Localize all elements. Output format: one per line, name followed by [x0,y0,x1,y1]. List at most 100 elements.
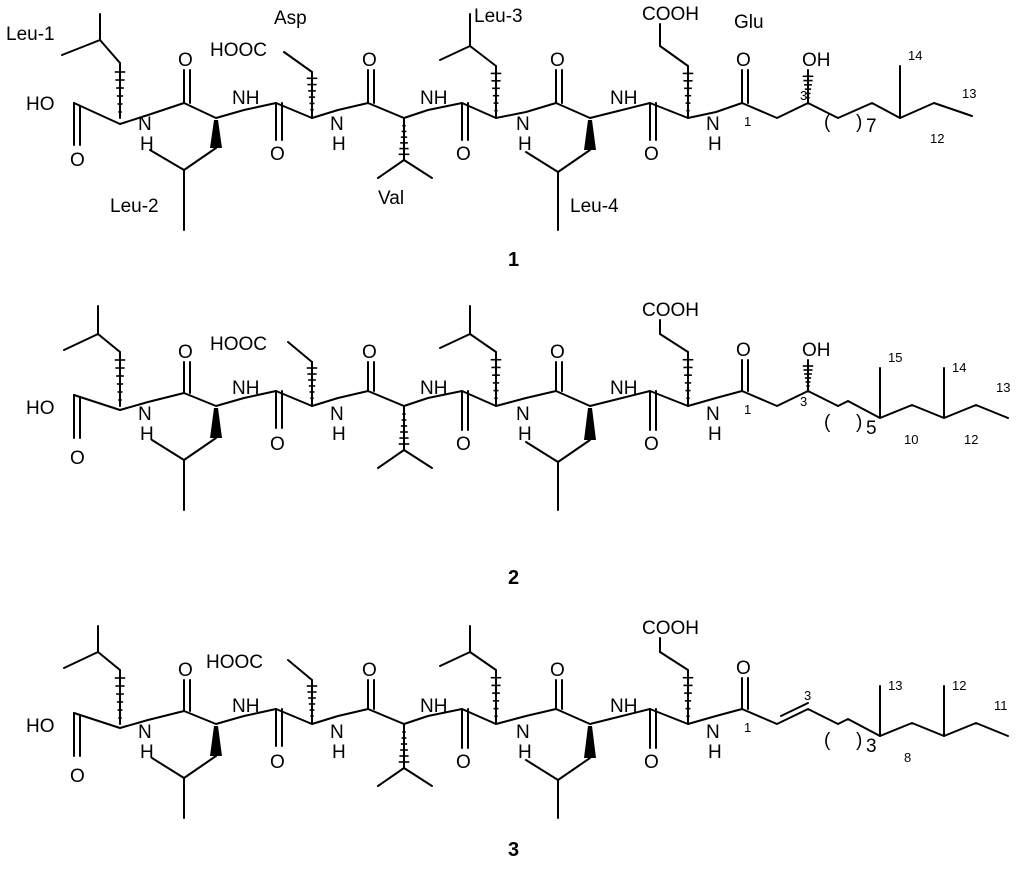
c2-oh-label: OH [802,340,831,361]
c1-nh6-label: NH [610,88,637,109]
c2-o6-label: O [644,434,659,455]
c2-num-15: 15 [888,350,902,365]
c1-ho-label: HO [26,94,55,115]
compound-3-id: 3 [508,839,519,861]
c3-num-1: 1 [744,720,751,735]
c1-oh-label: OH [802,50,831,71]
c2-glu-cg [659,333,689,353]
c1-bracket-close: ) [856,112,862,133]
compound-1-id: 1 [508,249,519,271]
c3-n7-label: N [706,722,720,743]
c1-label-leu1: Leu-1 [6,24,55,45]
c1-glu-cg [659,45,689,67]
c3-nh6-label: NH [610,696,637,717]
c3-o1-label: O [178,660,193,681]
c2-num-5: 5 [866,418,877,439]
c3-o6-label: O [644,752,659,773]
c1-h7-label: H [708,134,722,155]
c3-val-me1 [377,767,405,787]
c1-asp-acid-label: HOOC [210,40,267,61]
c2-h3-label: H [332,424,346,445]
c2-leu2-cg [183,437,217,461]
c1-o7-label: O [736,50,751,71]
c3-leu2-cg [183,755,217,779]
compound-3-structure: ( ) HO O N H O NH O HOOC N H O NH O N H … [26,618,1009,861]
c2-num-3: 3 [800,394,807,409]
c1-num-14: 14 [908,48,922,63]
c3-h5-label: H [518,742,532,763]
c1-label-glu: Glu [734,12,764,33]
c1-label-val: Val [378,188,404,209]
c1-leu3-cg [469,45,497,67]
c1-leu1-cg [99,39,121,64]
c3-num-3b: 3 [866,736,877,757]
c3-leu2-wedge [210,726,222,756]
c2-nh6-label: NH [610,378,637,399]
c3-num-8: 8 [904,750,911,765]
c3-asp-acid-label: HOOC [206,652,263,673]
c3-asp-cg [287,659,313,681]
c1-h1-label: H [140,134,154,155]
c2-n7-label: N [706,404,720,425]
c2-h7-label: H [708,424,722,445]
c3-leu4-me1 [525,759,559,781]
c3-n5-label: N [516,722,530,743]
c1-num-3: 3 [800,88,807,103]
c3-num-12: 12 [952,678,966,693]
c2-asp-cg [287,341,313,363]
c2-o1-label: O [178,342,193,363]
c1-o-label: O [70,150,85,171]
c2-o7-label: O [736,340,751,361]
c3-num-11: 11 [994,698,1008,713]
c2-asp-acid-label: HOOC [210,334,267,355]
c1-o5-label: O [550,50,565,71]
c1-val-me1 [377,159,405,179]
c3-n1-label: N [138,722,152,743]
c3-num-13: 13 [888,678,902,693]
c3-o4-label: O [456,752,471,773]
c3-ho-label: HO [26,716,55,737]
c1-num-7: 7 [866,116,877,137]
c2-leu4-me1 [525,441,559,463]
c1-leu2-cg [183,147,217,171]
c1-backbone [73,102,973,125]
c1-leu3-me2 [439,45,471,61]
c1-asp-cg [283,51,313,73]
c1-leu2-me1 [149,149,185,171]
c2-leu1-me2 [63,333,99,351]
c2-num-14: 14 [952,360,966,375]
c3-bracket-close: ) [856,730,862,751]
c2-o-label: O [70,448,85,469]
c2-leu2-me1 [151,439,185,461]
c1-n1-label: N [138,114,152,135]
c2-leu4-cg [557,439,591,463]
c2-leu3-me2 [439,333,471,349]
c2-o4-label: O [456,434,471,455]
c1-o4-label: O [456,144,471,165]
c3-leu3-me2 [439,651,471,667]
c1-num-13: 13 [962,86,976,101]
c3-glu-acid-label: COOH [642,618,699,639]
c1-o6-label: O [644,144,659,165]
c1-o1-label: O [178,50,193,71]
c1-h3-label: H [332,134,346,155]
c1-nh2-label: NH [232,88,259,109]
compound-1-structure: ( ) HO O N H O NH O HOOC N H O NH O N H … [6,4,976,271]
c3-leu1-me2 [63,651,99,669]
c3-leu4-cg [557,757,591,781]
c1-label-leu4: Leu-4 [570,196,619,217]
c3-o3-label: O [362,660,377,681]
c2-glu-acid-label: COOH [642,300,699,321]
c2-n5-label: N [516,404,530,425]
c3-leu3-cg [469,651,497,671]
c1-leu2-wedge [210,120,222,148]
c2-leu3-cg [469,333,497,353]
c1-leu4-wedge [584,120,596,150]
c1-label-asp: Asp [274,8,307,29]
c1-leu1-me2 [61,39,101,56]
c3-h7-label: H [708,742,722,763]
c2-num-10: 10 [904,432,918,447]
compound-2-structure: ( ) HO O N H O NH O HOOC N H O NH O N H … [26,300,1010,589]
c1-label-leu2: Leu-2 [110,196,159,217]
